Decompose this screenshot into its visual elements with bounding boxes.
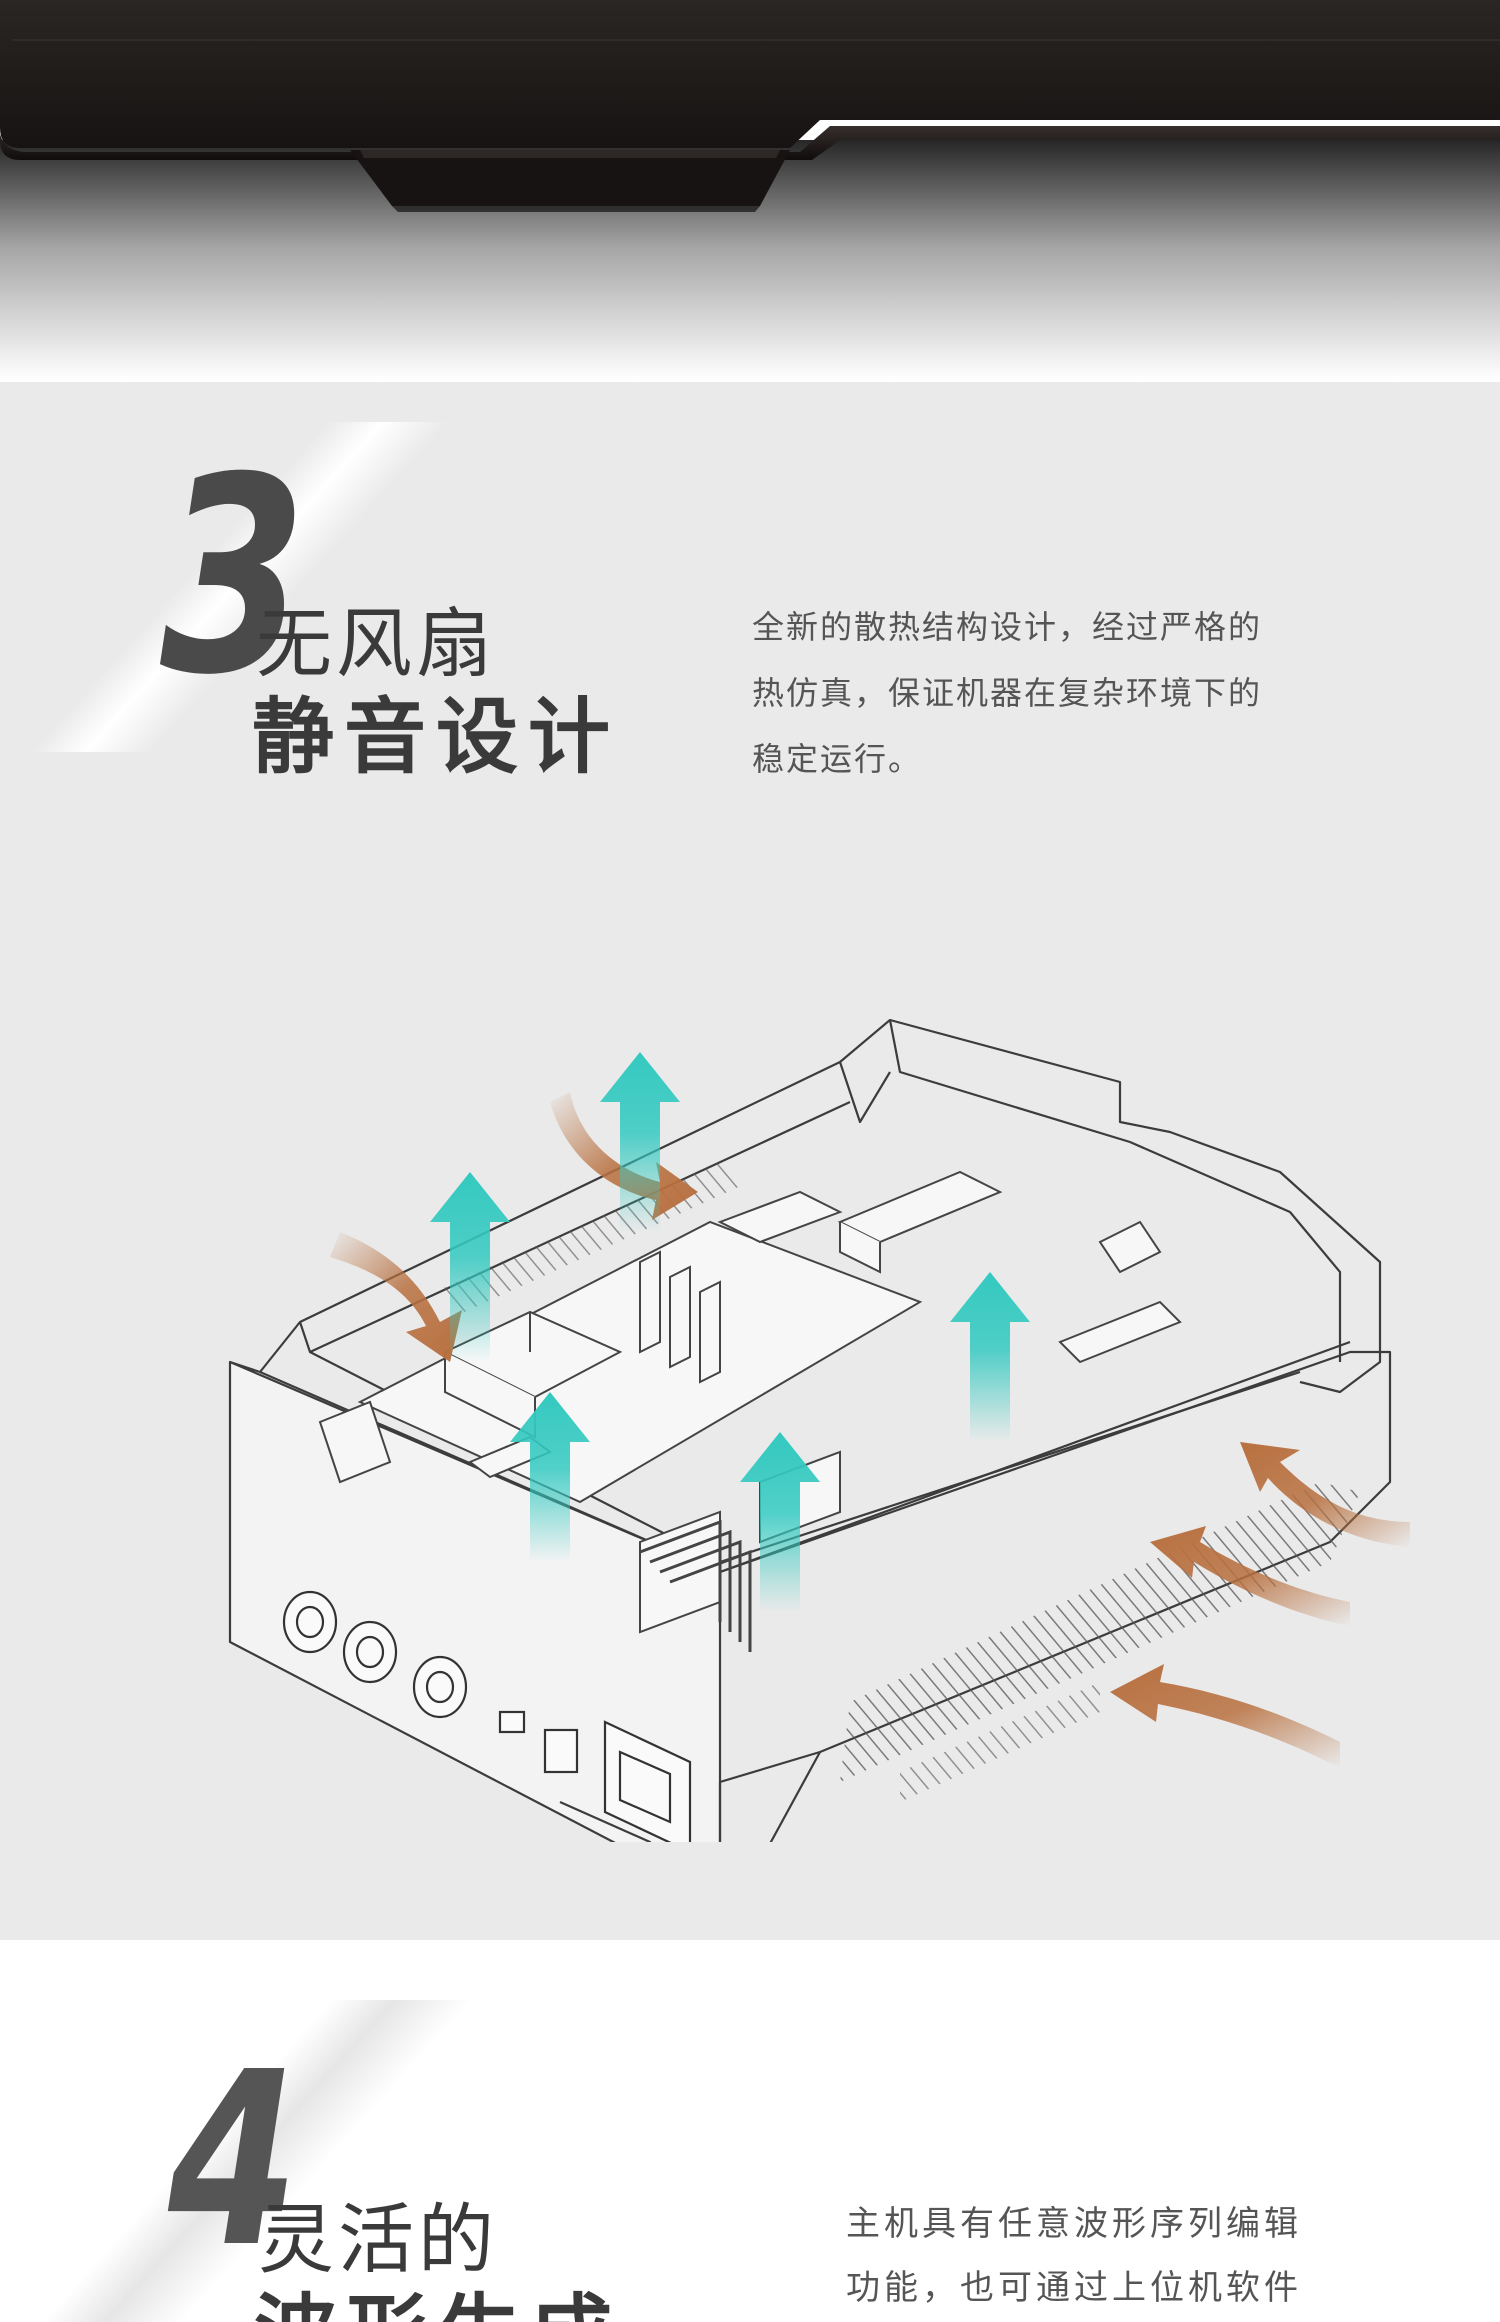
section-title-line1: 无风扇 <box>256 599 496 688</box>
description-line: 功能，也可通过上位机软件 <box>846 2268 1302 2308</box>
side-vent-hatch <box>840 1482 1360 1782</box>
section-description: 主机具有任意波形序列编辑 功能，也可通过上位机软件 <box>846 2192 1302 2320</box>
warm-air-inflow-arrows <box>330 1092 1410 1768</box>
heatsink-fins <box>639 1250 721 1384</box>
section-fanless-design: 3 无风扇 静音设计 全新的散热结构设计，经过严格的 热仿真，保证机器在复杂环境… <box>0 382 1500 1940</box>
ribbon-cable <box>639 1519 752 1652</box>
section-title-line2: 静音设计 <box>252 690 621 785</box>
section-number: 4 <box>168 2020 298 2300</box>
description-line: 全新的散热结构设计，经过严格的 <box>752 608 1263 646</box>
front-panel-connectors <box>282 1590 692 1842</box>
section-flexible-waveform: 4 灵活的 波形生成 主机具有任意波形序列编辑 功能，也可通过上位机软件 <box>0 1940 1500 2322</box>
section-number: 3 <box>160 419 307 734</box>
section-title-line1: 灵活的 <box>258 2195 498 2284</box>
description-line: 热仿真，保证机器在复杂环境下的 <box>752 674 1263 712</box>
rising-air-arrows <box>430 1052 1030 1612</box>
device-chassis-image <box>0 0 1500 380</box>
section-description: 全新的散热结构设计，经过严格的 热仿真，保证机器在复杂环境下的 稳定运行。 <box>752 594 1262 792</box>
chassis-outline <box>228 1018 1392 1842</box>
thermal-airflow-illustration <box>228 1018 1410 1842</box>
device-bottom-photo <box>0 0 1500 382</box>
section-title-line2: 波形生成 <box>254 2266 622 2322</box>
bottom-vent-hatch <box>900 1682 1100 1802</box>
description-line: 主机具有任意波形序列编辑 <box>846 2204 1302 2244</box>
description-line: 稳定运行。 <box>752 740 923 778</box>
